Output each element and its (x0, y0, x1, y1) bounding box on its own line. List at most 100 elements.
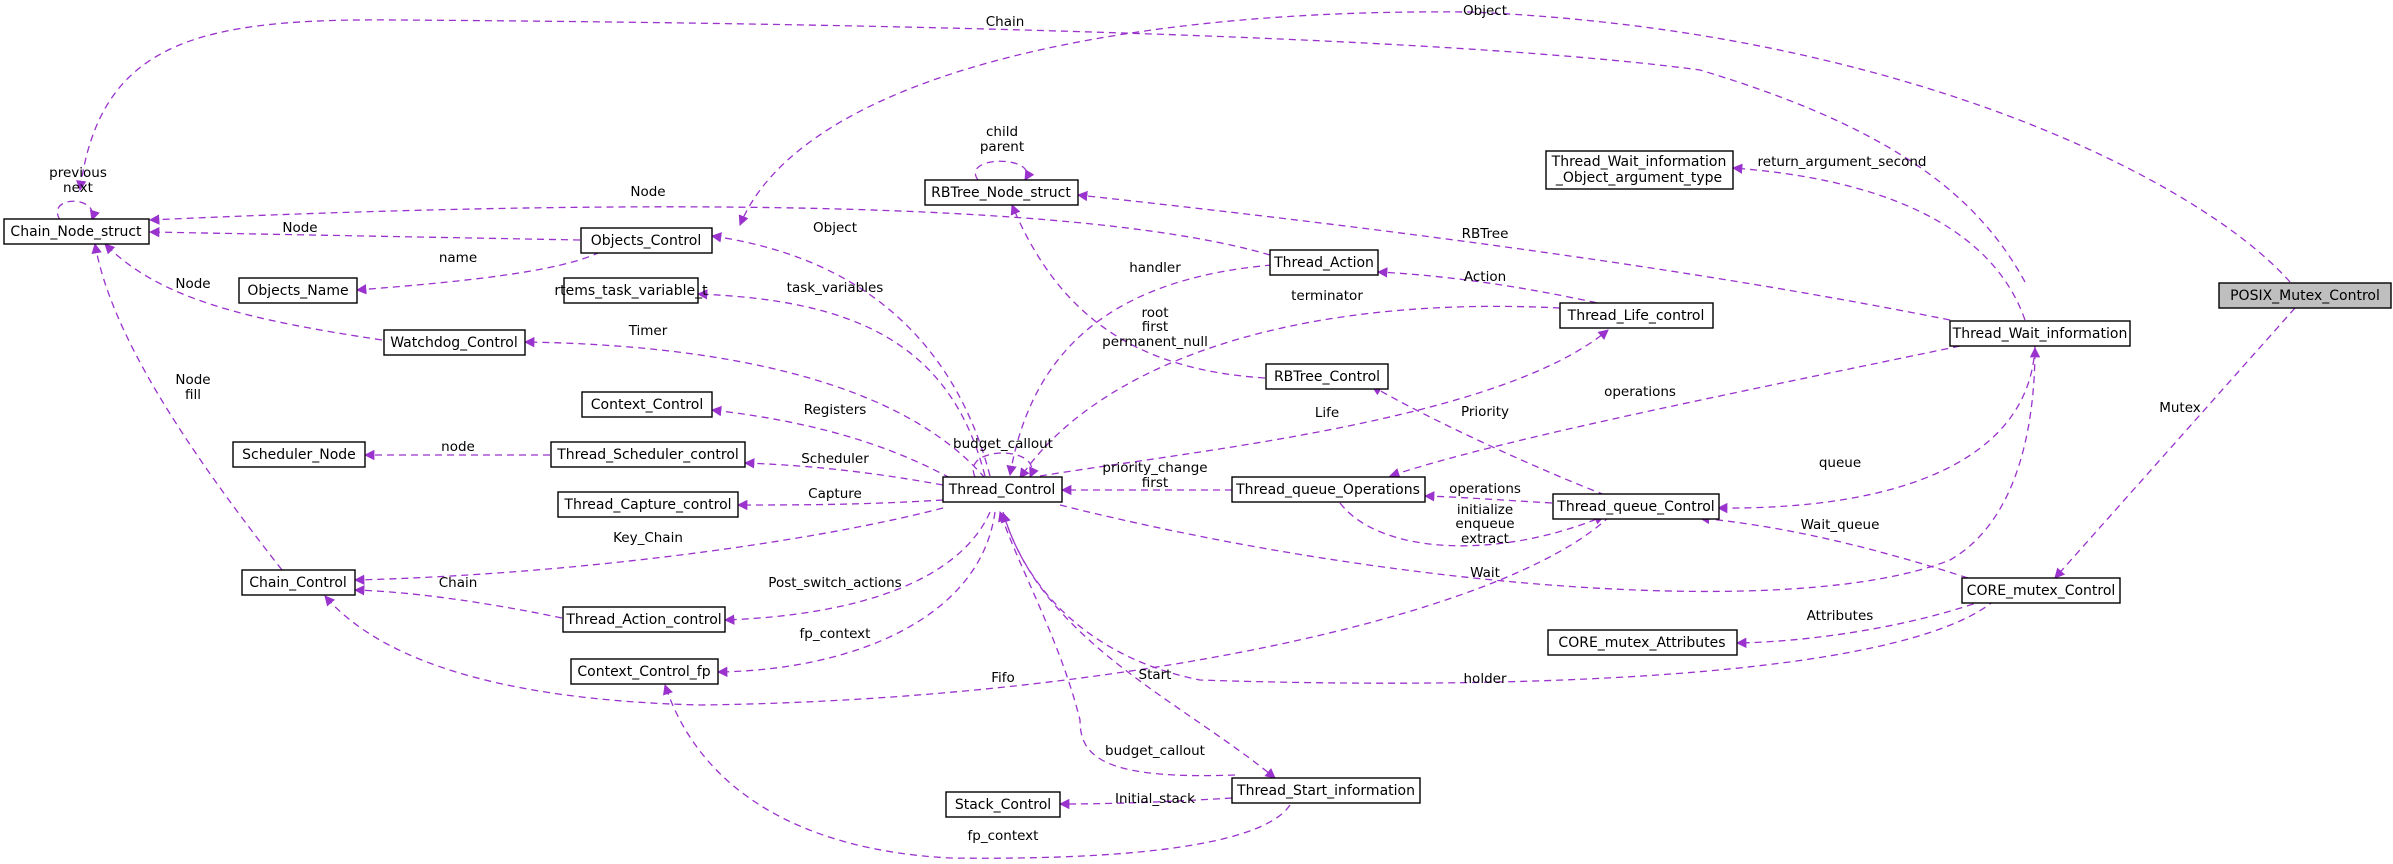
node-chain-control[interactable]: Chain_Control (241, 569, 356, 596)
node-thread-control[interactable]: Thread_Control (942, 476, 1063, 503)
edge-label-object-posix: Object (1463, 3, 1507, 19)
edge-label-chain-posix: Chain (986, 14, 1025, 30)
edge-label-childparent-1: child (986, 124, 1018, 140)
edge-label-name: name (439, 250, 477, 266)
edge-timer (523, 336, 986, 479)
edge-label-priority: Priority (1461, 404, 1509, 420)
svg-text:Scheduler_Node: Scheduler_Node (242, 447, 356, 463)
svg-text:RBTree_Control: RBTree_Control (1274, 369, 1380, 385)
edge-label-node-sched: node (441, 439, 475, 455)
edge-mutex (2054, 307, 2296, 579)
svg-text:Context_Control: Context_Control (591, 397, 703, 413)
node-thread-action[interactable]: Thread_Action (1269, 249, 1379, 276)
edge-label-rbtree: RBTree (1462, 226, 1509, 242)
edge-label-initial-stack: Initial_stack (1115, 791, 1195, 807)
edge-label-budget-callout: budget_callout (1105, 743, 1205, 759)
svg-text:POSIX_Mutex_Control: POSIX_Mutex_Control (2230, 288, 2380, 304)
edge-label-holder: holder (1464, 671, 1507, 687)
edge-label-rootfirst-3: permanent_null (1102, 334, 1208, 350)
nodes: POSIX_Mutex_Control Chain_Node_struct Ob… (3, 150, 2392, 818)
edge-label-nodefill-2: fill (185, 387, 201, 403)
node-thread-capture-control[interactable]: Thread_Capture_control (557, 491, 739, 518)
svg-text:Thread_Start_information: Thread_Start_information (1236, 783, 1415, 799)
node-twi-object-argument-type[interactable]: Thread_Wait_information _Object_argument… (1545, 150, 1734, 190)
edge-operations (1389, 345, 1961, 479)
node-thread-queue-control[interactable]: Thread_queue_Control (1552, 493, 1720, 520)
svg-text:CORE_mutex_Attributes: CORE_mutex_Attributes (1558, 635, 1725, 651)
node-thread-queue-operations[interactable]: Thread_queue_Operations (1231, 476, 1426, 503)
edge-label-priority-change-2: first (1142, 475, 1168, 491)
node-thread-wait-information[interactable]: Thread_Wait_information (1949, 320, 2131, 347)
svg-text:Watchdog_Control: Watchdog_Control (390, 335, 518, 351)
svg-text:_Object_argument_type: _Object_argument_type (1555, 170, 1722, 186)
node-objects-control[interactable]: Objects_Control (580, 227, 713, 254)
node-stack-control[interactable]: Stack_Control (945, 791, 1061, 818)
edge-chain-posix (76, 19, 2026, 283)
edge-init-enq (1339, 502, 1605, 547)
edge-registers (710, 405, 951, 479)
edge-label-life: Life (1315, 405, 1339, 421)
edge-rootfirst (1010, 204, 1266, 379)
edge-life (1039, 329, 1609, 477)
edge-label-budget-callout-loop: budget_callout (953, 436, 1053, 452)
svg-text:Thread_Wait_information: Thread_Wait_information (1551, 154, 1727, 170)
edge-label-node-action: Node (630, 184, 665, 200)
edge-node-watchdog (104, 243, 383, 341)
edges (56, 11, 2296, 859)
edge-label-node-oc: Node (282, 220, 317, 236)
node-thread-scheduler-control[interactable]: Thread_Scheduler_control (550, 441, 746, 468)
svg-text:rtems_task_variable_t: rtems_task_variable_t (554, 283, 708, 299)
edge-labels: Chain Object Mutex previous next Node na… (49, 3, 2201, 844)
edge-holder (1000, 512, 1996, 684)
edge-object-tc (710, 232, 991, 477)
edge-prevnext (56, 200, 100, 221)
node-scheduler-node[interactable]: Scheduler_Node (232, 441, 366, 468)
svg-text:Thread_Wait_information: Thread_Wait_information (1952, 326, 2128, 342)
edge-action (1376, 267, 1621, 309)
node-thread-start-information[interactable]: Thread_Start_information (1231, 777, 1421, 804)
node-thread-action-control[interactable]: Thread_Action_control (562, 606, 726, 633)
svg-text:Thread_Action_control: Thread_Action_control (565, 612, 721, 628)
edge-capture (736, 499, 944, 511)
svg-text:Thread_Action: Thread_Action (1273, 255, 1374, 271)
svg-text:Thread_Life_control: Thread_Life_control (1567, 308, 1705, 324)
node-context-control[interactable]: Context_Control (581, 391, 713, 418)
edge-label-nodefill-1: Node (175, 372, 210, 388)
node-watchdog-control[interactable]: Watchdog_Control (383, 329, 526, 356)
edge-label-attributes: Attributes (1807, 608, 1874, 624)
edge-label-init-enq-1: initialize (1457, 502, 1513, 518)
node-rtems-task-variable[interactable]: rtems_task_variable_t (554, 277, 708, 304)
node-rbtree-control[interactable]: RBTree_Control (1265, 363, 1389, 390)
edge-label-childparent-2: parent (980, 139, 1024, 155)
svg-text:Chain_Node_struct: Chain_Node_struct (10, 224, 142, 240)
node-core-mutex-control[interactable]: CORE_mutex_Control (1961, 577, 2121, 604)
svg-text:Chain_Control: Chain_Control (249, 575, 347, 591)
edge-label-wait: Wait (1470, 565, 1500, 581)
svg-text:RBTree_Node_struct: RBTree_Node_struct (931, 185, 1071, 201)
edge-label-fp-context2: fp_context (968, 828, 1039, 844)
node-context-control-fp[interactable]: Context_Control_fp (570, 658, 719, 685)
edge-label-prevnext-1: previous (49, 165, 107, 181)
edge-name (355, 251, 601, 295)
svg-text:Context_Control_fp: Context_Control_fp (577, 664, 710, 680)
node-core-mutex-attributes[interactable]: CORE_mutex_Attributes (1547, 629, 1738, 656)
edge-post-switch (723, 511, 991, 625)
node-posix-mutex-control[interactable]: POSIX_Mutex_Control (2218, 282, 2392, 309)
node-objects-name[interactable]: Objects_Name (238, 277, 358, 304)
edge-label-rootfirst-1: root (1141, 305, 1168, 321)
svg-text:Objects_Name: Objects_Name (247, 283, 348, 299)
svg-text:Thread_Control: Thread_Control (948, 482, 1056, 498)
edge-operations-tq (1423, 491, 1553, 504)
edge-label-object-tc: Object (813, 220, 857, 236)
edge-label-registers: Registers (804, 402, 867, 418)
edge-label-key-chain: Key_Chain (613, 530, 683, 546)
edge-label-handler: handler (1129, 260, 1181, 276)
node-thread-life-control[interactable]: Thread_Life_control (1559, 302, 1714, 329)
edge-label-operations: operations (1604, 384, 1676, 400)
svg-text:Thread_queue_Operations: Thread_queue_Operations (1235, 482, 1420, 498)
node-rbtree-node-struct[interactable]: RBTree_Node_struct (924, 179, 1079, 206)
edge-label-priority-change-1: priority_change (1102, 460, 1207, 476)
edge-nodefill (91, 242, 283, 571)
node-chain-node-struct[interactable]: Chain_Node_struct (3, 218, 150, 245)
edge-chain (353, 585, 563, 619)
